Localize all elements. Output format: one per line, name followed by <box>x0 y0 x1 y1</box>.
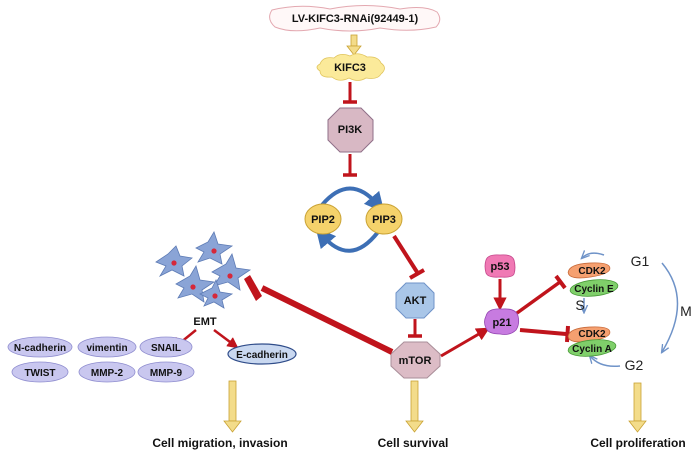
marker-label: SNAIL <box>151 343 181 354</box>
phase-s-label: S <box>575 297 584 313</box>
phase-m-label: M <box>680 303 692 319</box>
marker-snail: SNAIL <box>139 336 193 358</box>
marker-n-cadherin: N-cadherin <box>7 336 73 358</box>
cell-cycle-ring <box>582 253 679 368</box>
p53-label: p53 <box>491 261 510 273</box>
cells-cluster <box>155 231 252 309</box>
cyclin-e-label: Cyclin E <box>574 284 614 295</box>
cdk2-cyclin-e-complex: CDK2 Cyclin E <box>567 262 619 297</box>
phase-g2-label: G2 <box>625 357 644 373</box>
pi3k-label: PI3K <box>338 124 363 136</box>
arrow-emt-ecadherin <box>213 329 239 349</box>
cell-nuclei <box>171 248 233 299</box>
yellow-arrow-icon <box>346 34 362 56</box>
p21-node: p21 <box>484 308 520 335</box>
inhibit-mtor-emt <box>244 275 394 355</box>
marker-e-cadherin: E-cadherin <box>227 343 297 365</box>
marker-mmp-9: MMP-9 <box>137 361 195 383</box>
marker-label: MMP-9 <box>150 368 183 379</box>
yellow-arrow-icon <box>628 382 647 433</box>
outcome-survival: Cell survival <box>378 436 449 450</box>
inhibit-akt-mtor <box>408 319 422 338</box>
marker-twist: TWIST <box>11 361 69 383</box>
outcome-proliferation: Cell proliferation <box>590 436 685 450</box>
p53-node: p53 <box>484 254 516 278</box>
yellow-arrow-icon <box>223 380 242 433</box>
inhibit-p21-cyclin-e <box>515 274 567 315</box>
inhibit-pi3k-pip <box>343 154 357 177</box>
inhibit-kifc3-pi3k <box>343 82 357 104</box>
kifc3-label: KIFC3 <box>334 62 366 74</box>
pi3k-node: PI3K <box>327 107 374 153</box>
marker-label: vimentin <box>86 343 127 354</box>
cdk2-bottom-label: CDK2 <box>578 329 606 340</box>
rnai-label: LV-KIFC3-RNAi(92449-1) <box>292 13 419 25</box>
marker-label: E-cadherin <box>236 350 288 361</box>
mtor-label: mTOR <box>399 355 432 367</box>
pip-cycle <box>315 186 385 253</box>
marker-label: TWIST <box>24 368 55 379</box>
kifc3-node: KIFC3 <box>316 53 385 81</box>
arrow-mtor-p21 <box>440 327 490 358</box>
cdk2-cyclin-a-complex: CDK2 Cyclin A <box>567 326 617 357</box>
akt-label: AKT <box>404 295 427 307</box>
inhibit-p21-cyclin-a <box>519 325 570 343</box>
yellow-arrow-icon <box>405 380 424 433</box>
pip2-label: PIP2 <box>311 214 335 226</box>
pip3-label: PIP3 <box>372 214 396 226</box>
rnai-node: LV-KIFC3-RNAi(92449-1) <box>269 5 441 32</box>
marker-label: N-cadherin <box>14 343 66 354</box>
inhibit-pip3-akt <box>392 234 425 280</box>
marker-mmp-2: MMP-2 <box>78 361 136 383</box>
pip2-node: PIP2 <box>304 203 342 235</box>
outcome-migration: Cell migration, invasion <box>152 436 287 450</box>
pip3-node: PIP3 <box>365 203 403 235</box>
marker-label: MMP-2 <box>91 368 124 379</box>
cyclin-a-label: Cyclin A <box>572 344 612 355</box>
phase-g1-label: G1 <box>631 253 650 269</box>
cdk2-top-label: CDK2 <box>578 266 606 277</box>
mtor-node: mTOR <box>390 341 441 379</box>
marker-vimentin: vimentin <box>77 336 137 358</box>
emt-label: EMT <box>193 316 217 328</box>
akt-node: AKT <box>395 282 435 319</box>
p21-label: p21 <box>493 317 512 329</box>
